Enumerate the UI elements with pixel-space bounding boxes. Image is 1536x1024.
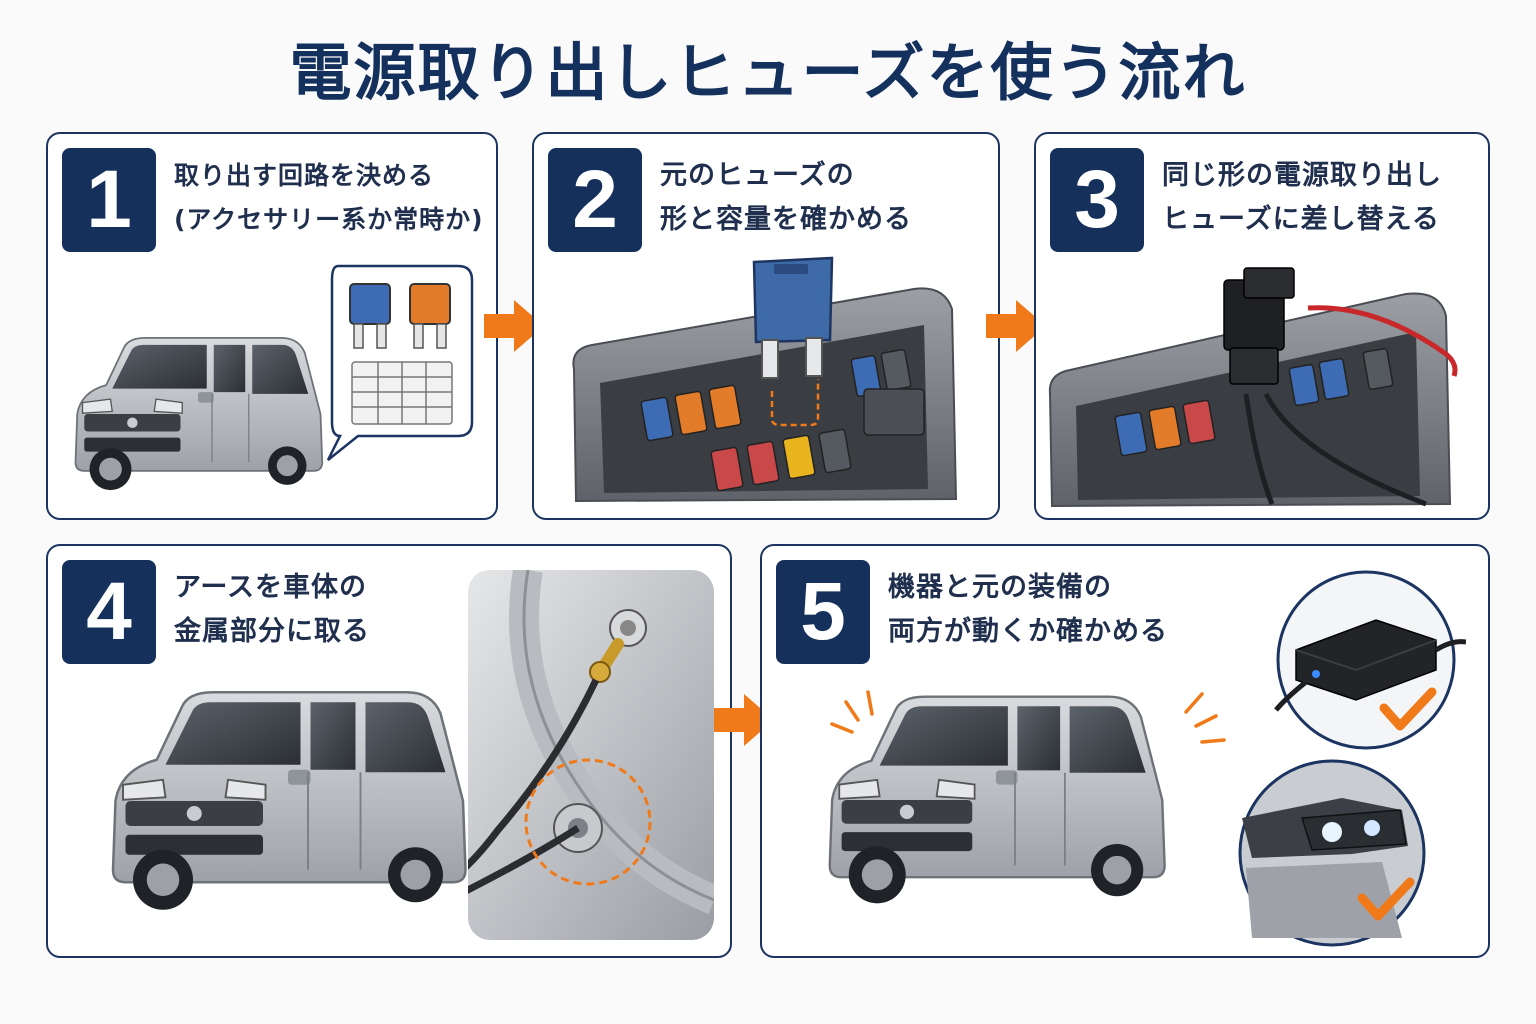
step-description: 取り出す回路を決める (アクセサリー系か常時か) <box>174 154 484 242</box>
step-5-card: 5 機器と元の装備の 両方が動くか確かめる <box>760 544 1490 958</box>
headlight <box>1238 759 1426 947</box>
fuse-box <box>572 287 958 503</box>
dashcam-device <box>1274 570 1466 750</box>
step-number: 3 <box>1050 148 1144 252</box>
step-1-card: 1 取り出す回路を決める (アクセサリー系か常時か) <box>46 132 498 520</box>
fuse-icon <box>752 256 834 379</box>
step-line: 同じ形の電源取り出し <box>1162 160 1442 191</box>
step-line: (アクセサリー系か常時か) <box>174 205 484 234</box>
step-2-card: 2 元のヒューズの 形と容量を確かめる <box>532 132 1000 520</box>
ground-bolt <box>468 570 714 940</box>
motion-lines-icon <box>830 690 1226 744</box>
fuse-box-with-tap <box>1048 267 1458 508</box>
step-4-card: 4 アースを車体の 金属部分に取る <box>46 544 732 958</box>
step-number: 1 <box>62 148 156 252</box>
step-description: 同じ形の電源取り出し ヒューズに差し替える <box>1162 154 1442 242</box>
step-number: 5 <box>776 560 870 664</box>
car-illustration <box>74 337 324 491</box>
step-3-card: 3 同じ形の電源取り出し ヒューズに差し替える <box>1034 132 1490 520</box>
step-description: アースを車体の 金属部分に取る <box>174 566 370 654</box>
step-line: 金属部分に取る <box>174 616 370 647</box>
step-line: 形と容量を確かめる <box>660 204 912 235</box>
step-line: 元のヒューズの <box>660 160 855 191</box>
step-number: 2 <box>548 148 642 252</box>
fuse-callout <box>326 264 474 461</box>
step-line: アースを車体の <box>174 572 368 603</box>
step-description: 機器と元の装備の 両方が動くか確かめる <box>888 566 1168 654</box>
car-illustration <box>111 691 467 911</box>
step-number: 4 <box>62 560 156 664</box>
step-description: 元のヒューズの 形と容量を確かめる <box>660 154 912 242</box>
step-line: ヒューズに差し替える <box>1162 204 1440 235</box>
page-title: 電源取り出しヒューズを使う流れ <box>289 36 1247 109</box>
step-line: 取り出す回路を決める <box>174 161 435 190</box>
step-line: 機器と元の装備の <box>888 572 1112 603</box>
step-line: 両方が動くか確かめる <box>888 616 1168 647</box>
